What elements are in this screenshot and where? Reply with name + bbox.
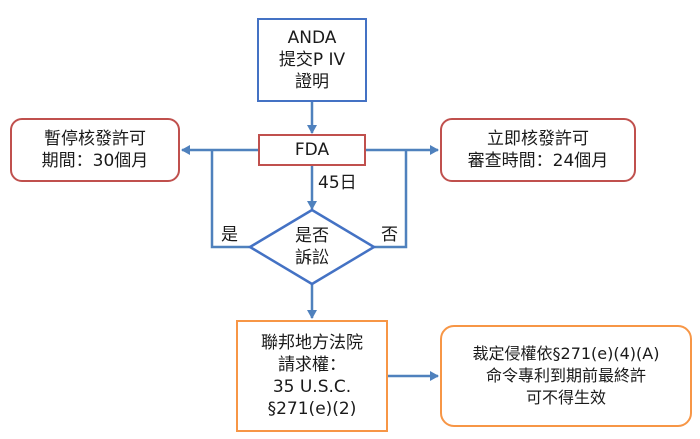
stay-line-2: 期間：30個月 — [41, 151, 149, 171]
court-line-2: 請求權： — [278, 355, 346, 375]
fda-box: FDA — [258, 134, 366, 166]
infringement-ruling-box: 裁定侵權依§271(e)(4)(A) 命令專利到期前最終許 可不得生效 — [440, 325, 692, 427]
label-45-days: 45日 — [318, 173, 357, 193]
decision-line-1: 是否 — [295, 226, 329, 246]
decision-line-2: 訴訟 — [295, 248, 329, 268]
decision-diamond — [247, 208, 377, 286]
line-no-to-right — [374, 150, 408, 249]
immediate-permit-box: 立即核發許可 審查時間：24個月 — [440, 118, 636, 182]
stay-permit-box: 暫停核發許可 期間：30個月 — [10, 118, 180, 182]
approve-line-1: 立即核發許可 — [487, 129, 589, 149]
stay-line-1: 暫停核發許可 — [44, 129, 146, 149]
anda-line-1: ANDA — [287, 28, 337, 48]
anda-line-2: 提交P IV — [278, 50, 346, 70]
anda-box: ANDA 提交P IV 證明 — [257, 18, 367, 102]
court-line-4: §271(e)(2) — [267, 399, 357, 419]
court-line-1: 聯邦地方法院 — [261, 333, 363, 353]
label-yes: 是 — [221, 225, 238, 245]
label-no: 否 — [381, 225, 398, 245]
ruling-line-3: 可不得生效 — [525, 388, 606, 407]
line-yes-to-left — [210, 150, 250, 249]
court-line-3: 35 U.S.C. — [272, 377, 352, 397]
approve-line-2: 審查時間：24個月 — [467, 151, 609, 171]
anda-line-3: 證明 — [295, 72, 329, 92]
decision-text: 是否 訴訟 — [278, 223, 346, 271]
fda-label: FDA — [294, 140, 330, 160]
federal-court-box: 聯邦地方法院 請求權： 35 U.S.C. §271(e)(2) — [236, 320, 388, 432]
ruling-line-2: 命令專利到期前最終許 — [485, 366, 646, 385]
ruling-line-1: 裁定侵權依§271(e)(4)(A) — [472, 344, 660, 363]
